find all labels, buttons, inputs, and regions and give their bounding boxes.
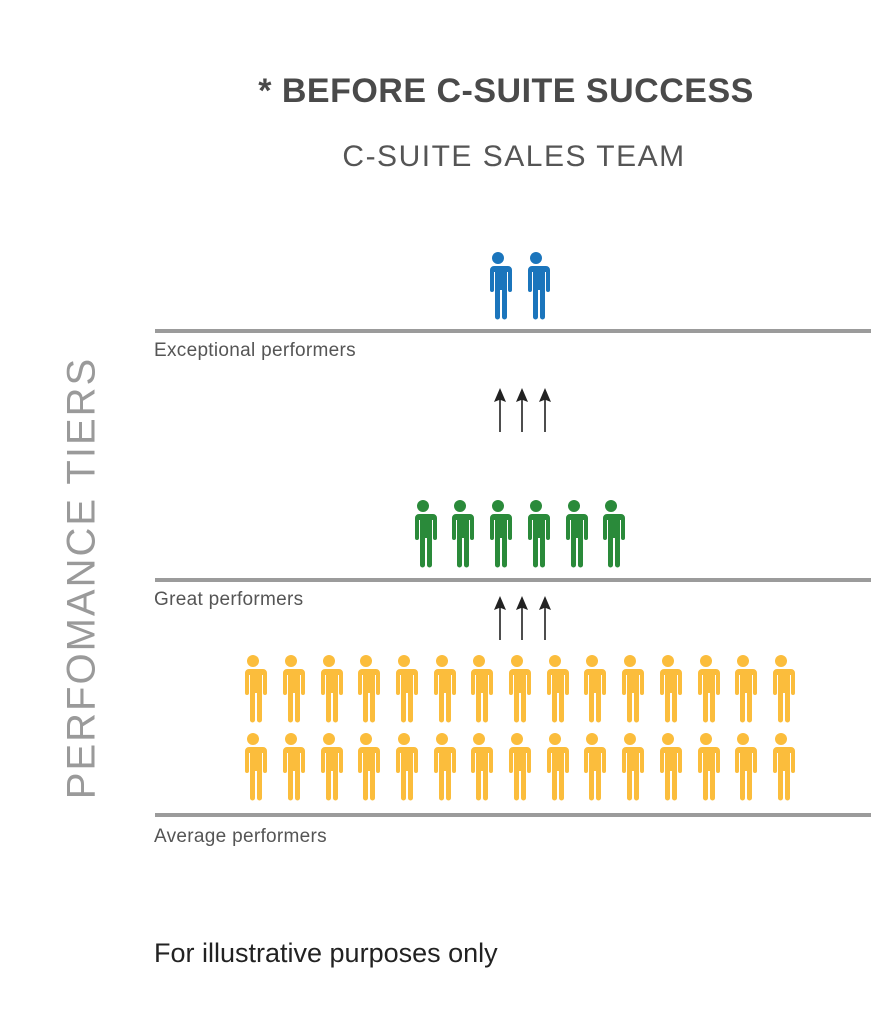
person-icon <box>469 733 494 801</box>
arrow-up-icon <box>539 596 551 640</box>
person-icon <box>243 733 268 801</box>
person-icon <box>450 500 475 568</box>
person-icon <box>657 733 682 801</box>
person-icon <box>356 733 381 801</box>
person-icon <box>356 655 381 723</box>
chart-subtitle: C-SUITE SALES TEAM <box>342 140 686 173</box>
person-icon <box>431 655 456 723</box>
person-icon <box>620 655 645 723</box>
person-icon <box>695 733 720 801</box>
person-icon <box>488 500 513 568</box>
person-icon <box>770 733 795 801</box>
person-icon <box>393 733 418 801</box>
exceptional-tier-label: Exceptional performers <box>154 340 356 361</box>
person-icon <box>243 655 268 723</box>
person-icon <box>733 733 758 801</box>
person-icon <box>695 655 720 723</box>
chart-title: * BEFORE C-SUITE SUCCESS <box>258 72 754 110</box>
person-icon <box>582 733 607 801</box>
person-icon <box>563 500 588 568</box>
exceptional-tier-line <box>155 329 871 333</box>
person-icon <box>280 655 305 723</box>
axis-label: PERFOMANCE TIERS <box>59 356 104 800</box>
great-tier-line <box>155 578 871 582</box>
person-icon <box>620 733 645 801</box>
arrow-up-icon <box>539 388 551 432</box>
arrow-up-icon <box>516 596 528 640</box>
person-icon <box>657 655 682 723</box>
person-icon <box>280 733 305 801</box>
average-tier-label: Average performers <box>154 826 327 847</box>
person-icon <box>412 500 437 568</box>
person-icon <box>544 733 569 801</box>
arrow-up-icon <box>494 596 506 640</box>
arrow-up-icon <box>516 388 528 432</box>
footnote: For illustrative purposes only <box>154 938 498 968</box>
person-icon <box>525 500 550 568</box>
arrow-up-icon <box>494 388 506 432</box>
average-tier-line <box>155 813 871 817</box>
person-icon <box>601 500 626 568</box>
great-tier-label: Great performers <box>154 589 304 610</box>
person-icon <box>770 655 795 723</box>
person-icon <box>393 655 418 723</box>
person-icon <box>525 252 550 320</box>
person-icon <box>507 733 531 801</box>
person-icon <box>318 655 343 723</box>
person-icon <box>469 655 494 723</box>
person-icon <box>488 252 513 320</box>
person-icon <box>318 733 343 801</box>
person-icon <box>733 655 758 723</box>
person-icon <box>582 655 607 723</box>
person-icon <box>431 733 456 801</box>
person-icon <box>544 655 569 723</box>
person-icon <box>507 655 531 723</box>
